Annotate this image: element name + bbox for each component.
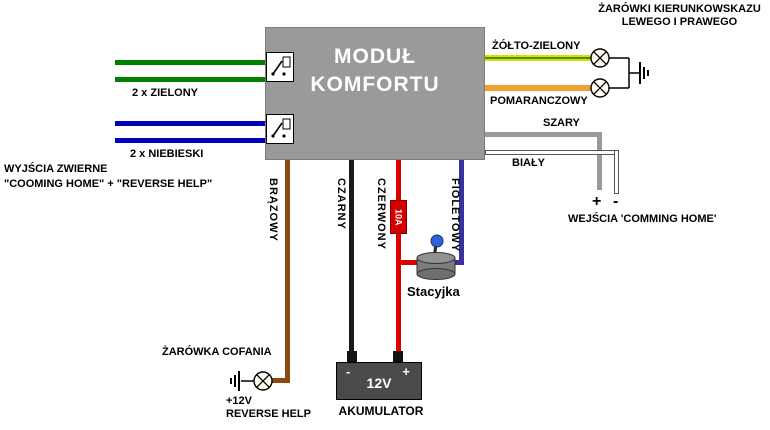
turn-signal-title-line2: LEWEGO I PRAWEGO [621,16,738,28]
black-wire-label: CZARNY [335,178,347,230]
ignition-label: Stacyjka [407,284,460,299]
plus-sign: + [592,193,602,210]
module-title-line2: KOMFORTU [310,73,440,96]
battery-voltage: 12V [366,375,392,391]
blue-wires-label: 2 x NIEBIESKI [130,148,204,160]
red-wire-label: CZERWONY [375,178,387,250]
violet-wire-vertical [459,160,464,265]
reverse-help-line1: +12V [226,395,252,407]
minus-sign: - [613,193,619,210]
outputs-subtitle: "COOMING HOME" + "REVERSE HELP" [4,178,213,190]
ground-icon [639,62,649,84]
fuse-label: 10A [393,208,404,226]
coming-home-inputs-label: WEJŚCIA 'COMMING HOME' [568,213,717,225]
violet-wire-label: FIOLETOWY [449,178,461,253]
green-wire-2 [115,77,268,82]
battery-plus-terminal [393,351,403,363]
gray-wire-horizontal [485,132,602,137]
blue-wire-1 [115,121,268,126]
battery-minus-sign: - [346,364,351,379]
outputs-title: WYJŚCIA ZWIERNE [4,163,108,175]
yellow-green-wire [485,55,592,61]
gray-wire-vertical [597,132,602,190]
battery-label: AKUMULATOR [338,404,424,418]
reversing-lamp [230,371,273,391]
brown-wire-horizontal [270,378,290,383]
black-wire [349,160,354,360]
reverse-help-line2: REVERSE HELP [226,408,311,420]
violet-wire-horizontal [452,260,464,265]
bulb-icon [590,48,610,68]
ground-icon [230,371,240,391]
module-title-line1: MODUŁ [334,45,416,68]
brown-wire-label: BRĄZOWY [267,178,279,242]
red-wire [396,160,401,360]
reversing-lamp-title: ŻARÓWKA COFANIA [162,346,272,358]
fuse: 10A [390,200,407,234]
white-wire-label: BIAŁY [512,157,545,169]
relay-icon [266,52,294,82]
comfort-module-box [265,27,485,160]
white-wire-vertical [614,150,619,194]
battery-plus-sign: + [402,364,410,379]
battery-box: - + 12V [336,362,422,400]
gray-wire-label: SZARY [543,117,580,129]
yellow-green-wire-label: ŻÓŁTO-ZIELONY [492,40,581,52]
turn-signal-title-line1: ŻARÓWKI KIERUNKOWSKAZU [598,3,761,15]
turn-signal-lamps [590,48,649,98]
ignition-switch-icon [416,234,456,280]
orange-wire [485,85,592,91]
bulb-icon [590,78,610,98]
bulb-icon [253,371,273,391]
relay-icon [266,114,294,144]
green-wires-label: 2 x ZIELONY [132,87,199,99]
green-wire-1 [115,60,268,65]
white-wire-horizontal [485,150,619,155]
orange-wire-label: POMARANCZOWY [490,95,588,107]
red-wire-branch [399,260,419,265]
blue-wire-2 [115,138,268,143]
battery-minus-terminal [347,351,357,363]
brown-wire-vertical [285,160,290,382]
